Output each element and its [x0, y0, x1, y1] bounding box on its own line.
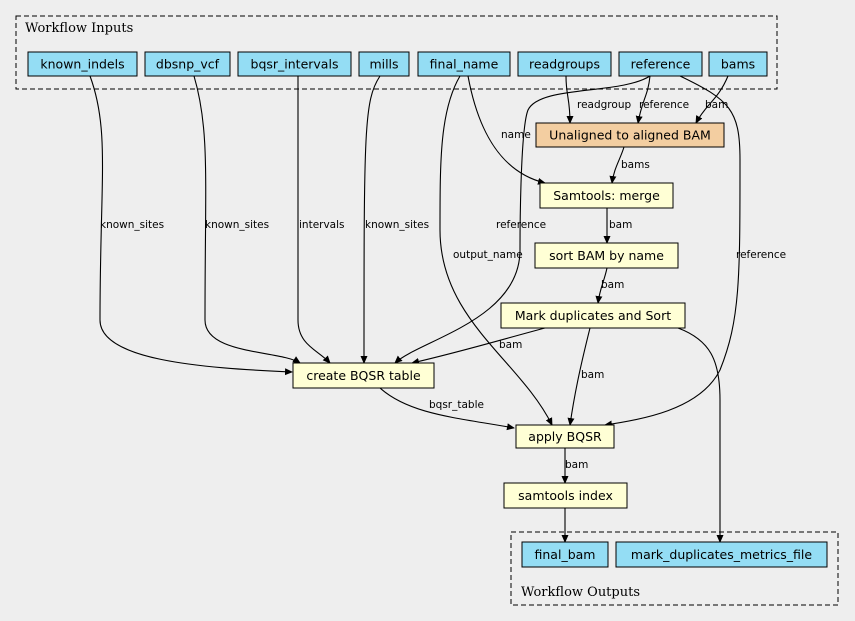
- step-label-sort: sort BAM by name: [549, 248, 664, 263]
- edge-label-name: name: [501, 129, 531, 141]
- step-label-bqsr-table: create BQSR table: [306, 368, 421, 383]
- edge-dbsnp-bqsrtable: [193, 75, 301, 364]
- input-label-bams: bams: [721, 57, 755, 72]
- edge-label-bams: bams: [621, 159, 650, 171]
- edge-label-bam-sort: bam: [601, 279, 624, 291]
- edge-label-known-sites-3: known_sites: [365, 219, 429, 231]
- edge-label-reference-align: reference: [639, 99, 689, 111]
- edge-reference-bqsrtable: [394, 75, 651, 364]
- edge-markdup-apply: [567, 327, 591, 426]
- input-node-bams[interactable]: [708, 51, 768, 77]
- edge-label-bam-index: bam: [565, 459, 588, 471]
- edge-label-bqsr-table: bqsr_table: [429, 399, 484, 411]
- edge-labels: readgroup reference bam name bams bam ba…: [100, 99, 786, 471]
- output-node-final-bam[interactable]: [521, 541, 609, 568]
- step-node-align[interactable]: [535, 122, 725, 148]
- edge-label-readgroup: readgroup: [577, 99, 631, 111]
- step-label-align: Unaligned to aligned BAM: [549, 128, 711, 143]
- output-nodes: final_bam mark_duplicates_metrics_file: [521, 541, 828, 568]
- edge-label-bam-merge: bam: [609, 219, 632, 231]
- input-label-readgroups: readgroups: [529, 57, 600, 72]
- input-label-bqsr-intervals: bqsr_intervals: [251, 57, 339, 72]
- step-node-apply-bqsr[interactable]: [515, 424, 615, 449]
- input-node-reference[interactable]: [618, 51, 703, 77]
- input-node-final-name[interactable]: [417, 51, 511, 77]
- edge-label-bam-align: bam: [705, 99, 728, 111]
- edge-knownindels-bqsrtable: [89, 75, 293, 376]
- edges: [89, 75, 741, 543]
- workflow-outputs-cluster: [510, 531, 839, 606]
- edge-markdup-metrics: [677, 327, 724, 543]
- step-nodes: Unaligned to aligned BAM Samtools: merge…: [292, 122, 725, 509]
- edge-label-reference-bqsr: reference: [496, 219, 546, 231]
- edge-label-known-sites-2: known_sites: [205, 219, 269, 231]
- output-node-metrics[interactable]: [615, 541, 828, 568]
- edge-label-output-name: output_name: [453, 249, 523, 261]
- input-nodes: known_indels dbsnp_vcf bqsr_intervals mi…: [27, 51, 768, 77]
- input-node-bqsr-intervals[interactable]: [237, 51, 352, 77]
- edge-reference-align: [635, 75, 651, 124]
- output-label-final-bam: final_bam: [535, 547, 596, 562]
- edge-align-merge: [609, 146, 625, 184]
- step-label-merge: Samtools: merge: [553, 188, 660, 203]
- step-label-apply-bqsr: apply BQSR: [528, 429, 602, 444]
- edge-label-reference-apply: reference: [736, 249, 786, 261]
- workflow-inputs-cluster: [15, 15, 778, 90]
- edge-readgroups-align: [565, 75, 574, 124]
- edge-finalname-merge: [467, 75, 546, 185]
- step-node-sort[interactable]: [534, 242, 679, 269]
- output-label-metrics: mark_duplicates_metrics_file: [631, 547, 812, 562]
- input-label-known-indels: known_indels: [40, 57, 124, 72]
- input-node-readgroups[interactable]: [517, 51, 612, 77]
- step-node-bqsr-table[interactable]: [292, 362, 435, 389]
- input-label-dbsnp-vcf: dbsnp_vcf: [156, 57, 220, 72]
- step-node-samtools-index[interactable]: [503, 482, 628, 509]
- edge-label-intervals: intervals: [299, 219, 345, 231]
- edge-label-known-sites-1: known_sites: [100, 219, 164, 231]
- input-label-mills: mills: [369, 57, 398, 72]
- step-label-samtools-index: samtools index: [518, 488, 613, 503]
- edge-label-bam-markdup-apply: bam: [581, 369, 604, 381]
- input-label-final-name: final_name: [430, 57, 499, 72]
- edge-reference-apply: [604, 75, 741, 428]
- workflow-outputs-label: Workflow Outputs: [521, 585, 640, 600]
- edge-label-bam-markdup-table: bam: [499, 339, 522, 351]
- edge-intervals-bqsrtable: [297, 76, 331, 364]
- edge-bqsrtable-apply: [379, 387, 515, 431]
- input-node-dbsnp-vcf[interactable]: [144, 51, 231, 77]
- step-label-markdup: Mark duplicates and Sort: [515, 308, 671, 323]
- edge-bams-align: [695, 75, 729, 124]
- edge-markdup-bqsrtable: [411, 327, 546, 365]
- edge-mills-bqsrtable: [360, 75, 381, 364]
- edge-finalname-apply: [439, 75, 553, 426]
- input-node-mills[interactable]: [358, 51, 410, 77]
- step-node-markdup[interactable]: [500, 302, 686, 329]
- input-node-known-indels[interactable]: [27, 51, 138, 77]
- edge-sort-markdup: [595, 267, 608, 304]
- input-label-reference: reference: [631, 57, 691, 72]
- workflow-inputs-label: Workflow Inputs: [25, 21, 133, 36]
- step-node-merge[interactable]: [539, 182, 674, 209]
